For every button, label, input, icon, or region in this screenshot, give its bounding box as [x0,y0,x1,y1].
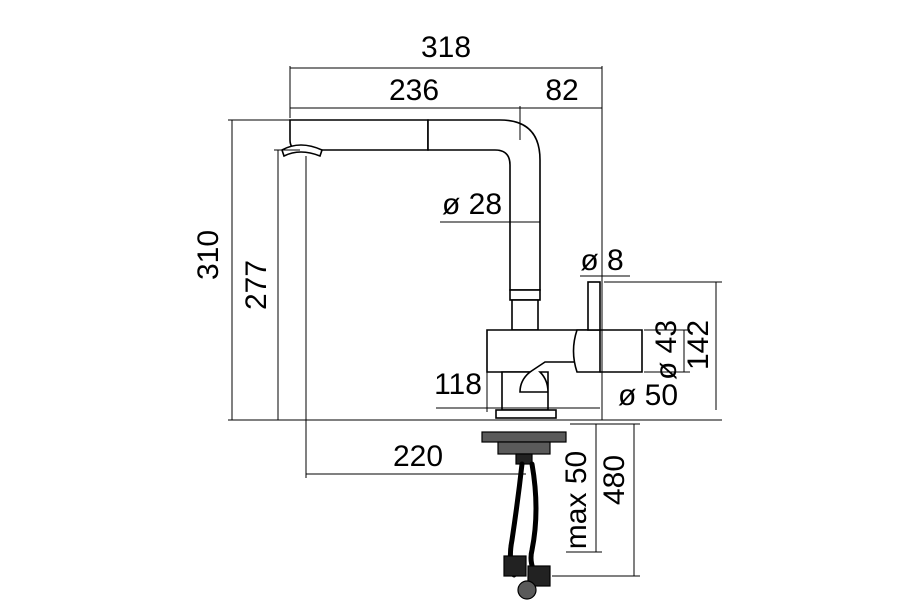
dim-base-diameter: ø 50 [618,379,678,412]
mounting-plate [481,431,567,443]
dim-height-total: 310 [192,230,225,280]
dimension-lines [228,66,722,577]
faucet-body [486,329,643,373]
dimension-labels: 318 236 82 ø 28 ø 8 118 ø 50 220 310 277… [192,31,715,549]
dim-body-diameter: ø 43 [650,320,683,380]
mounting-plate-top [495,409,557,419]
dim-width-spout: 236 [389,74,439,107]
spout-aerator [281,144,323,158]
lower-pipe [511,299,539,331]
dim-height-spout: 277 [240,260,273,310]
dim-width-total: 318 [421,31,471,64]
hose-right [528,461,543,583]
hose-fitting-left [503,555,527,577]
mounting-nut [497,441,551,455]
dim-lever-diameter: ø 8 [580,244,623,277]
body-cartridge [572,329,601,373]
faucet-base [501,371,549,411]
dim-reach: 220 [393,440,443,473]
dim-width-body: 82 [545,74,578,107]
hose-fitting-right [527,565,551,587]
dim-hose-length: 480 [598,455,631,505]
faucet-outline [281,119,643,600]
dim-body-height: 118 [434,368,482,401]
dim-max-deck: max 50 [560,451,593,549]
pipe-ring [509,289,541,301]
dim-lever-height: 142 [682,320,715,370]
dim-pipe-diameter: ø 28 [442,188,502,221]
hose-nut [517,580,537,600]
lever [587,281,601,331]
